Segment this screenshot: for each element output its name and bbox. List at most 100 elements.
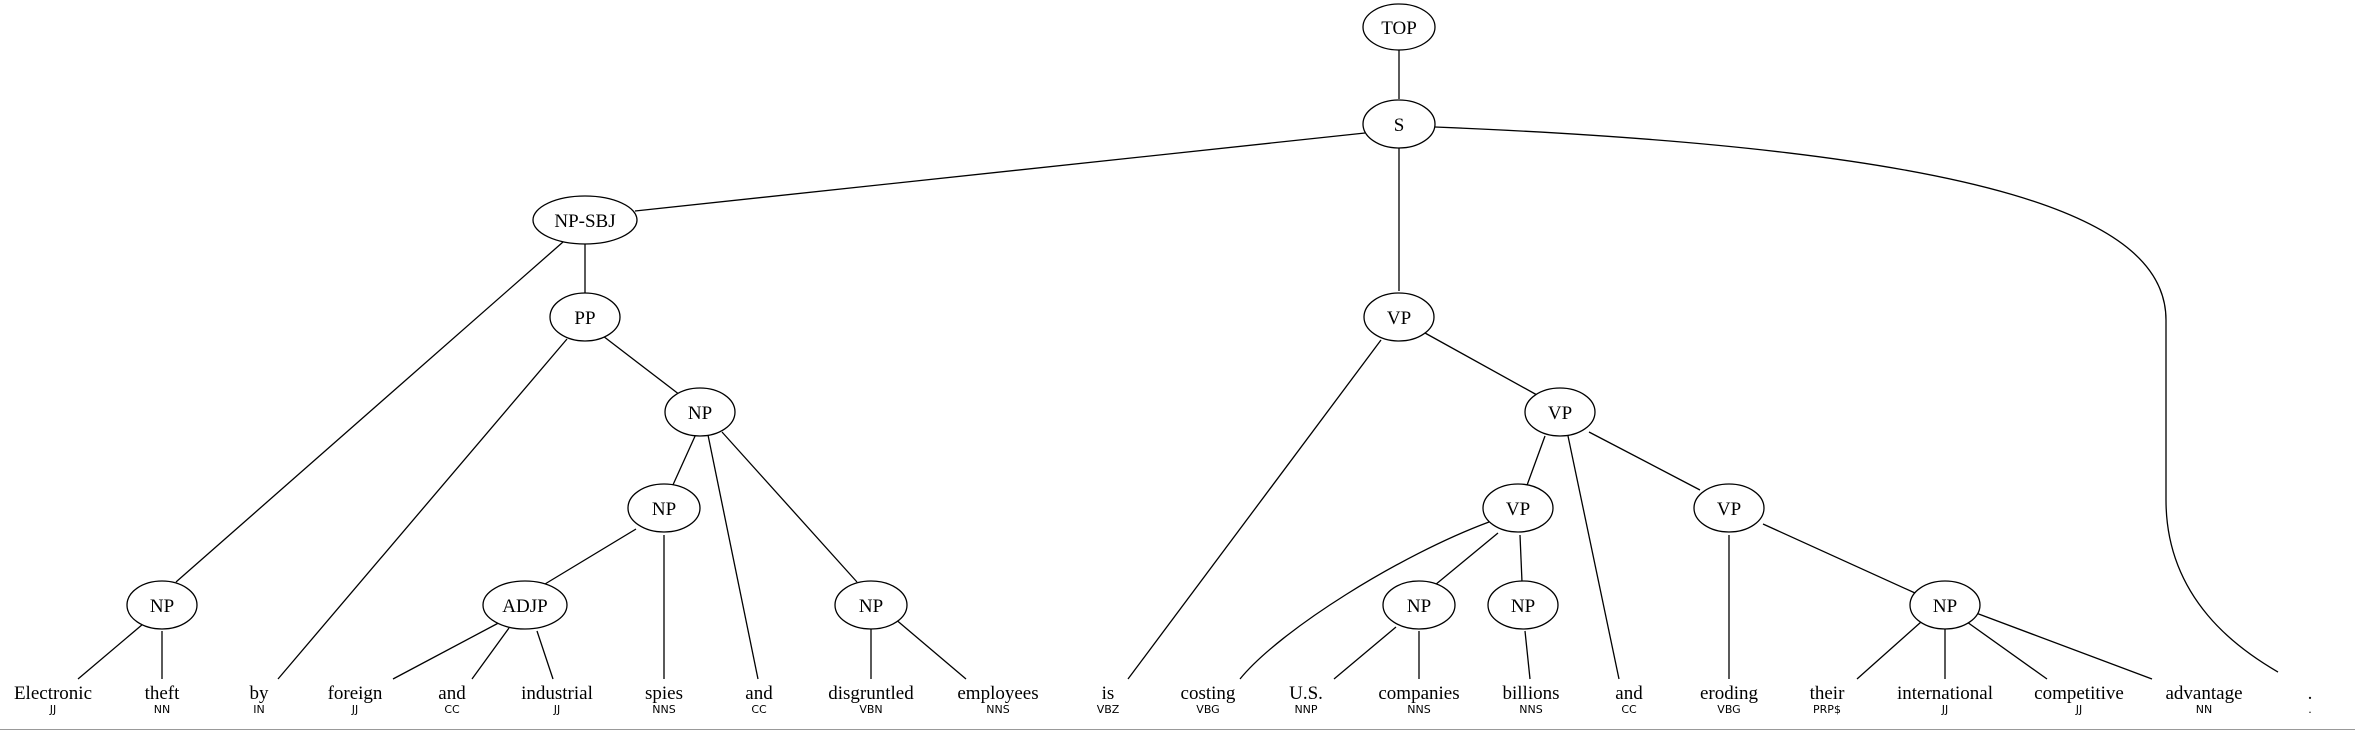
node-np-sbj: NP-SBJ [532,195,638,245]
leaf-tag: VBG [1717,703,1740,716]
edge-npadv-advantage [1975,612,2153,680]
node-label: NP [652,499,676,520]
node-shape [532,195,638,245]
edge-vp1-vp2 [1424,332,1538,396]
tree-nodes: TOP S NP-SBJ NP PP NP NP ADJP [126,3,1981,630]
node-shape [664,387,736,437]
leaf-word: by [250,683,270,704]
leaf-word: costing [1181,683,1236,704]
leaf-tag: JJ [49,703,57,716]
leaf-word: is [1102,683,1115,704]
tree-edges [77,50,2279,680]
leaf-tag: CC [444,703,460,716]
node-shape [482,580,568,630]
node-label: NP [1511,596,1535,617]
node-shape [1487,580,1559,630]
edge-npsbj-npelec [175,241,564,583]
leaf-tag: JJ [1941,703,1949,716]
leaf-word: advantage [2165,683,2242,704]
edge-vperode-npadv [1762,523,1916,594]
node-label: NP [1933,596,1957,617]
node-shape [549,292,621,342]
node-label: NP [150,596,174,617]
leaf-word: . [2308,683,2313,704]
node-np-advantage: NP [1909,580,1981,630]
node-shape [834,580,908,630]
leaf-word: industrial [521,683,593,704]
leaf-word: competitive [2034,683,2124,704]
edge-pp-npby [602,335,681,396]
leaf: U.S.NNP [1289,683,1323,716]
leaf-word: disgruntled [828,683,914,704]
leaf-tag: NNP [1294,703,1317,716]
leaf-tag: CC [1621,703,1637,716]
edge-vpcost-costing [1239,521,1490,680]
leaf-word: and [745,683,773,704]
leaf-word: spies [645,683,683,704]
edge-s-period [1434,126,2279,673]
edge-npemp-employees [893,617,967,680]
node-shape [1382,580,1456,630]
node-s: S [1362,99,1436,149]
node-shape [1693,483,1765,533]
leaf-tag: JJ [2075,703,2083,716]
leaf-word: international [1897,683,1993,704]
node-label: VP [1548,403,1572,424]
node-np-us-companies: NP [1382,580,1456,630]
edge-vp2-and [1567,435,1620,680]
leaf-tag: NNS [1407,703,1430,716]
edge-npbill-billions [1524,630,1531,680]
node-np-by: NP [664,387,736,437]
edge-npspies-adjp [544,528,637,585]
node-shape [1363,292,1435,342]
edge-vp1-is [1127,339,1382,680]
leaf-word: their [1810,683,1845,704]
leaf-tag: VBZ [1097,703,1120,716]
edge-npby-and [707,434,759,680]
edge-npby-npemp [721,431,858,583]
node-shape [1362,3,1436,51]
node-np-spies: NP [627,483,701,533]
node-label: PP [574,308,595,329]
node-shape [1482,483,1554,533]
leaf-word: U.S. [1289,683,1323,704]
node-label: ADJP [502,596,547,617]
node-label: VP [1717,499,1741,520]
leaf-word: employees [957,683,1038,704]
edge-vpcost-npus [1434,532,1499,586]
leaf: .. [2308,683,2313,716]
edge-vp2-vpcost [1525,435,1546,489]
leaf-tag: NN [154,703,170,716]
edge-vpcost-npbill [1519,534,1523,583]
node-label: NP [859,596,883,617]
edge-npadv-competitive [1966,621,2048,680]
node-label: NP [1407,596,1431,617]
leaf-word: theft [145,683,181,704]
edge-s-npsbj [634,132,1366,212]
leaf-tag: NN [2196,703,2212,716]
node-np-electronic-theft: NP [126,580,198,630]
edge-adjp-industrial [536,630,554,680]
leaf-tag: VBN [859,703,882,716]
node-vp-1: VP [1363,292,1435,342]
leaf-word: foreign [328,683,383,704]
leaf-tag: JJ [351,703,359,716]
node-shape [627,483,701,533]
node-vp-eroding: VP [1693,483,1765,533]
node-shape [1362,99,1436,149]
leaf-tag: PRP$ [1813,703,1841,716]
